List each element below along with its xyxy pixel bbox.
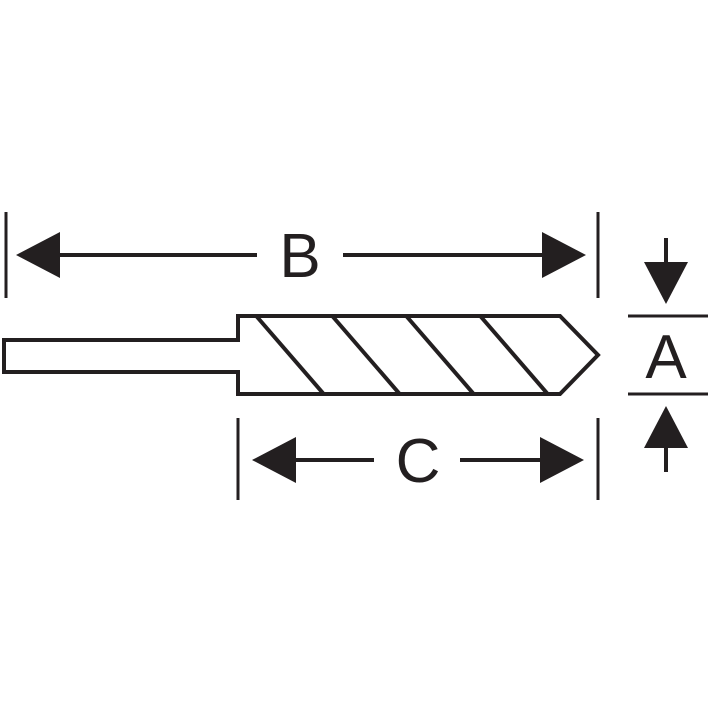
drill-flute-line <box>479 315 549 395</box>
dimension-c: C <box>236 418 600 500</box>
dimension-a: A <box>628 238 708 472</box>
dimension-a-up-arrow-icon <box>644 406 688 448</box>
drill-flute-line <box>331 315 401 395</box>
drill-flute-line <box>255 315 325 395</box>
dimension-b-left-arrow-icon <box>16 232 60 278</box>
drill-bit <box>2 314 601 396</box>
dimension-c-right-arrow-icon <box>540 437 584 483</box>
dimension-a-label: A <box>645 323 687 392</box>
dimension-a-down-arrow-icon <box>644 262 688 304</box>
dimension-c-label: C <box>396 427 441 496</box>
dimension-c-left-arrow-icon <box>252 437 296 483</box>
dimension-b-label: B <box>279 222 320 291</box>
drill-bit-outline <box>2 314 601 396</box>
drill-flute-line <box>405 315 475 395</box>
dimension-b-right-arrow-icon <box>542 232 586 278</box>
dimension-b: B <box>4 212 600 298</box>
